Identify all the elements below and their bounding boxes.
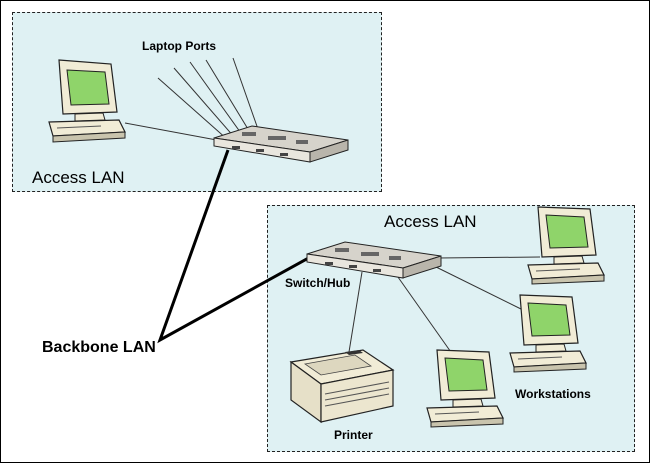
printer-link [348, 271, 363, 353]
computer-icon [426, 349, 504, 428]
backbone-link [157, 149, 324, 344]
laptop-port-line [205, 59, 252, 135]
computer-icon [509, 294, 587, 373]
workstations-label: Workstations [515, 387, 591, 401]
access-lan-label: Access LAN [384, 212, 477, 231]
computer-icon [48, 59, 126, 143]
switch-hub-icon [213, 125, 349, 163]
laptop-port-line [189, 61, 244, 137]
computer-icon [527, 206, 605, 285]
switch-hub-label: Switch/Hub [285, 276, 351, 290]
computer-link [124, 122, 223, 142]
access-lan-label: Access LAN [32, 168, 125, 187]
laptop-port-line [232, 57, 260, 133]
backbone-lan-label: Backbone LAN [42, 339, 156, 356]
laptop-port-line [173, 67, 236, 139]
laptop-port-line [157, 77, 229, 141]
workstation-link [392, 269, 454, 356]
switch-hub-icon [306, 241, 442, 279]
workstation-link [437, 256, 541, 259]
workstation-link [429, 263, 526, 312]
laptop-ports-label: Laptop Ports [142, 39, 216, 53]
printer-label: Printer [334, 428, 373, 442]
printer-icon [289, 349, 395, 424]
